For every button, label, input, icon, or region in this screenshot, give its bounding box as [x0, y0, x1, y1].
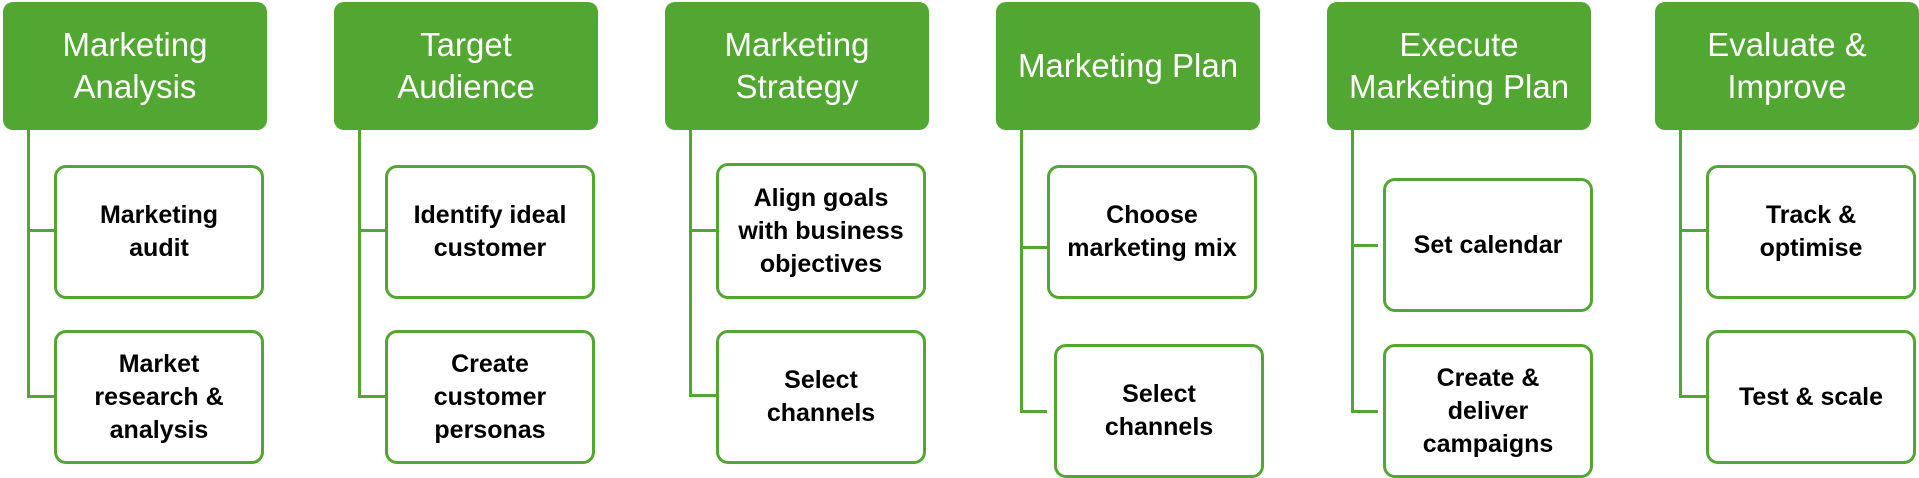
- column-header: Target Audience: [334, 2, 598, 130]
- column-execute-marketing-plan: Execute Marketing Plan Set calendar Crea…: [1327, 0, 1627, 478]
- step-card: Create & deliver campaigns: [1383, 344, 1593, 478]
- column-target-audience: Target Audience Identify ideal customer …: [334, 0, 634, 478]
- connector-branch: [1020, 246, 1047, 249]
- step-card: Choose marketing mix: [1047, 165, 1257, 299]
- connector-trunk: [1020, 130, 1023, 413]
- column-header: Execute Marketing Plan: [1327, 2, 1591, 130]
- column-marketing-strategy: Marketing Strategy Align goals with busi…: [665, 0, 965, 478]
- connector-branch: [1679, 229, 1706, 232]
- connector-branch: [1679, 395, 1706, 398]
- step-card: Identify ideal customer: [385, 165, 595, 299]
- connector-trunk: [1679, 130, 1682, 398]
- column-header: Marketing Analysis: [3, 2, 267, 130]
- step-card: Test & scale: [1706, 330, 1916, 464]
- connector-branch: [27, 229, 54, 232]
- column-marketing-analysis: Marketing Analysis Marketing audit Marke…: [3, 0, 303, 478]
- column-marketing-plan: Marketing Plan Choose marketing mix Sele…: [996, 0, 1296, 478]
- connector-branch: [1020, 410, 1047, 413]
- connector-branch: [689, 394, 716, 397]
- connector-branch: [358, 229, 385, 232]
- column-header: Evaluate & Improve: [1655, 2, 1919, 130]
- step-card: Track & optimise: [1706, 165, 1916, 299]
- step-card: Select channels: [1054, 344, 1264, 478]
- connector-branch: [1351, 244, 1378, 247]
- connector-branch: [1351, 410, 1378, 413]
- connector-branch: [27, 395, 54, 398]
- step-card: Marketing audit: [54, 165, 264, 299]
- column-header: Marketing Strategy: [665, 2, 929, 130]
- connector-branch: [689, 229, 716, 232]
- step-card: Set calendar: [1383, 178, 1593, 312]
- connector-trunk: [1351, 130, 1354, 413]
- step-card: Align goals with business objectives: [716, 163, 926, 299]
- step-card: Create customer personas: [385, 330, 595, 464]
- connector-branch: [358, 395, 385, 398]
- connector-trunk: [27, 130, 30, 398]
- step-card: Market research & analysis: [54, 330, 264, 464]
- connector-trunk: [358, 130, 361, 398]
- step-card: Select channels: [716, 330, 926, 464]
- connector-trunk: [689, 130, 692, 397]
- column-evaluate-improve: Evaluate & Improve Track & optimise Test…: [1655, 0, 1919, 478]
- column-header: Marketing Plan: [996, 2, 1260, 130]
